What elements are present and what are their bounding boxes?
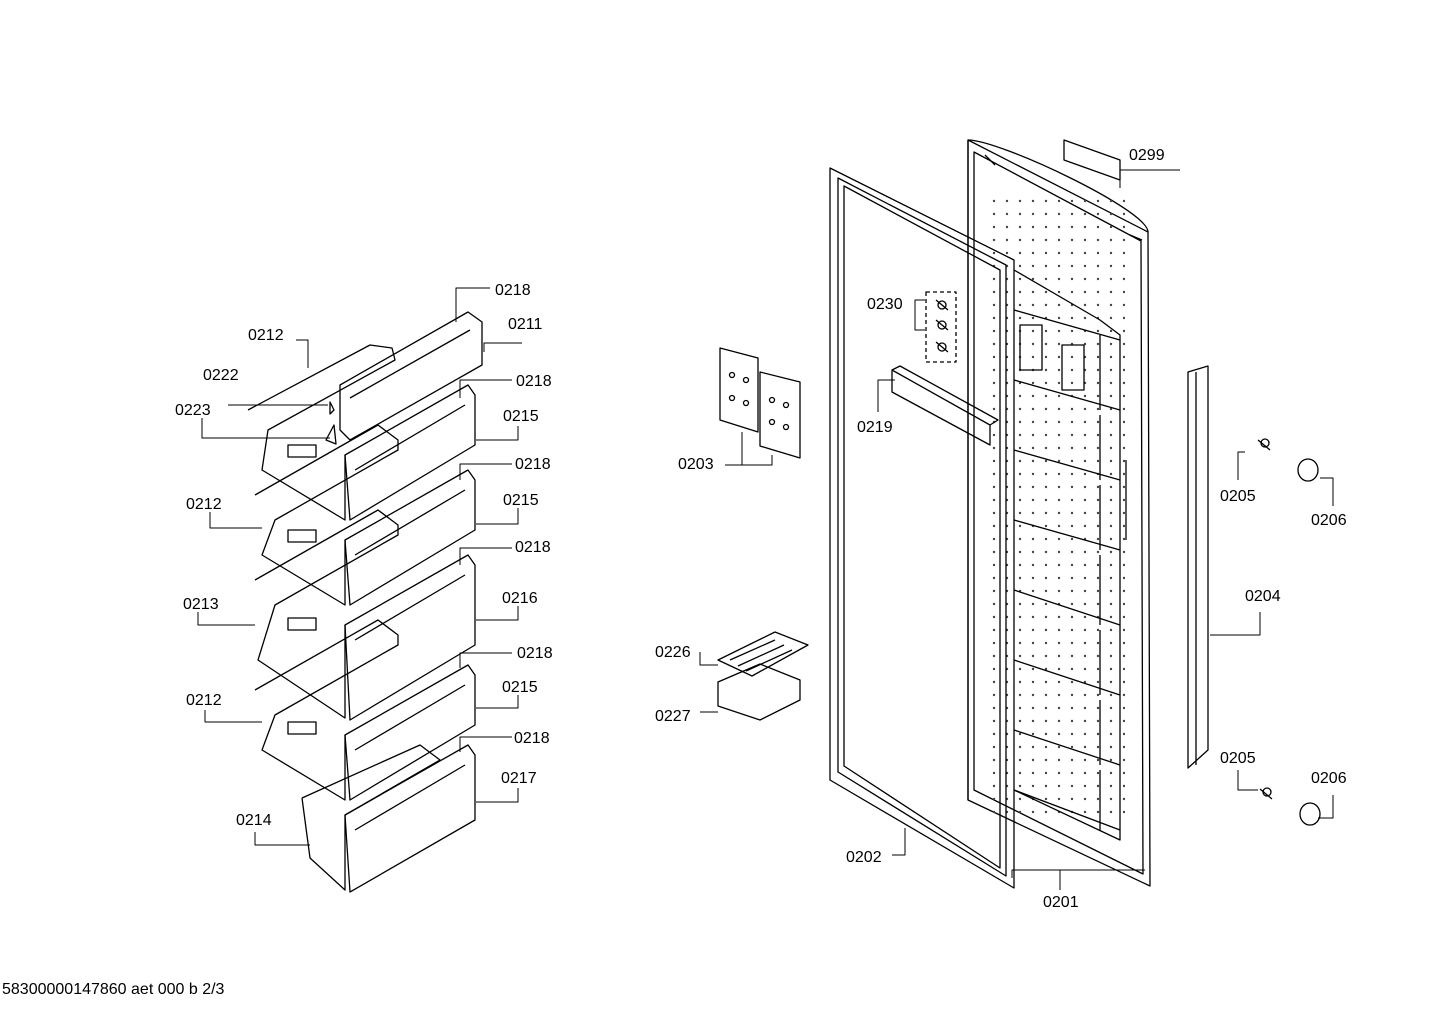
label-0227: 0227 <box>655 708 691 725</box>
label-0216: 0216 <box>502 590 538 607</box>
cap-0206-top <box>1297 458 1319 482</box>
part-labels: 0299 0218 0211 0212 0218 0222 0223 0215 … <box>175 147 1347 911</box>
label-0215-1: 0215 <box>503 408 539 425</box>
label-0206-bottom: 0206 <box>1311 770 1347 787</box>
cap-0206-bottom <box>1299 802 1321 826</box>
label-0218-5: 0218 <box>517 645 553 662</box>
label-0218-4: 0218 <box>515 539 551 556</box>
label-0218-top: 0218 <box>495 282 531 299</box>
label-0201: 0201 <box>1043 894 1079 911</box>
label-0212-bottom: 0212 <box>186 692 222 709</box>
label-0212-mid: 0212 <box>186 496 222 513</box>
cold-packs-0203 <box>719 347 801 459</box>
door-gasket-0202 <box>829 167 1015 889</box>
label-0205-top: 0205 <box>1220 488 1256 505</box>
screw-0205-bottom <box>1259 787 1273 800</box>
leader-lines <box>197 169 1334 890</box>
label-0203: 0203 <box>678 456 714 473</box>
label-0222: 0222 <box>203 367 239 384</box>
label-0226: 0226 <box>655 644 691 661</box>
label-0218-2: 0218 <box>516 373 552 390</box>
door-liner-0201 <box>967 139 1151 887</box>
label-0214: 0214 <box>236 812 272 829</box>
label-0299: 0299 <box>1129 147 1165 164</box>
hinge-bar-0204 <box>1187 365 1209 769</box>
label-0204: 0204 <box>1245 588 1281 605</box>
label-0223: 0223 <box>175 402 211 419</box>
label-0212-top: 0212 <box>248 327 284 344</box>
screw-set-0230 <box>925 291 957 363</box>
ice-box-0227 <box>717 663 801 721</box>
label-0219: 0219 <box>857 419 893 436</box>
document-footer: 58300000147860 aet 000 b 2/3 <box>2 981 225 998</box>
label-0211: 0211 <box>508 316 543 333</box>
label-0213: 0213 <box>183 596 219 613</box>
label-0218-3: 0218 <box>515 456 551 473</box>
drawer-stack <box>247 311 483 893</box>
label-0215-3: 0215 <box>502 679 538 696</box>
label-0218-6: 0218 <box>514 730 550 747</box>
ice-tray-0226 <box>717 631 809 677</box>
label-plate-0299 <box>1063 139 1121 181</box>
screw-0205-top <box>1257 438 1271 451</box>
label-0217: 0217 <box>501 770 537 787</box>
door-handle-0219 <box>891 365 999 446</box>
label-0202: 0202 <box>846 849 882 866</box>
label-0206-top: 0206 <box>1311 512 1347 529</box>
label-0215-2: 0215 <box>503 492 539 509</box>
label-0230: 0230 <box>867 296 903 313</box>
label-0205-bottom: 0205 <box>1220 750 1256 767</box>
